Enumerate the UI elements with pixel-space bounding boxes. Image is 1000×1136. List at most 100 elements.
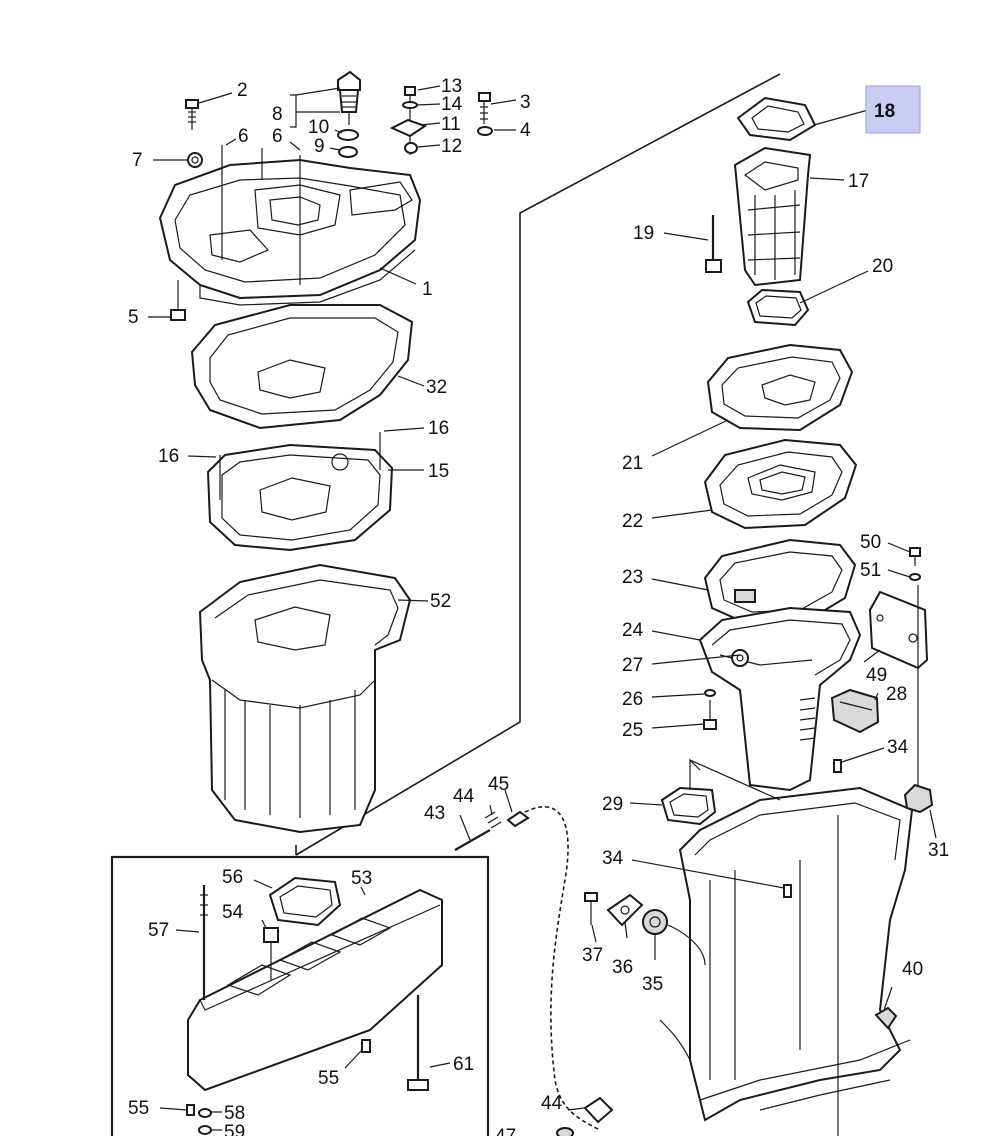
bolt-2 [185, 99, 199, 130]
part-label-19[interactable]: 19 [633, 223, 654, 244]
part-label-34b[interactable]: 34 [602, 848, 624, 869]
plug-8 [337, 70, 361, 158]
part-label-9[interactable]: 9 [314, 136, 325, 157]
pin-34-lower [783, 884, 792, 898]
part-label-51[interactable]: 51 [860, 560, 881, 581]
leader-lines [148, 85, 937, 1131]
seal-56 [268, 876, 342, 927]
part-label-59[interactable]: 59 [224, 1122, 245, 1136]
fastener-stack-11-14 [389, 86, 428, 155]
washer-4 [477, 126, 493, 136]
part-label-43[interactable]: 43 [424, 803, 445, 824]
nut-54 [263, 927, 279, 980]
part-label-4[interactable]: 4 [520, 120, 531, 141]
part-label-40[interactable]: 40 [902, 959, 923, 980]
part-label-44a[interactable]: 44 [453, 786, 475, 807]
part-label-34a[interactable]: 34 [887, 737, 909, 758]
subassembly-frame [295, 73, 781, 856]
connector-44-lower [583, 1096, 614, 1124]
part-label-3[interactable]: 3 [520, 92, 531, 113]
hose-45 [506, 806, 601, 1131]
part-label-29[interactable]: 29 [602, 794, 623, 815]
part-label-32[interactable]: 32 [426, 377, 447, 398]
stud-57 [200, 885, 208, 1000]
part-label-11[interactable]: 11 [441, 114, 461, 135]
plate-49 [868, 590, 929, 670]
part-label-35[interactable]: 35 [642, 974, 663, 995]
part-label-26[interactable]: 26 [622, 689, 643, 710]
part-label-16b[interactable]: 16 [158, 446, 179, 467]
part-label-12[interactable]: 12 [441, 136, 462, 157]
bolt-37 [584, 892, 598, 925]
pin-34-upper [833, 759, 842, 773]
washer-51 [909, 573, 921, 581]
part-label-50[interactable]: 50 [860, 532, 881, 553]
grommet-31 [903, 783, 934, 814]
bolt-61 [407, 995, 429, 1091]
part-label-31[interactable]: 31 [928, 840, 949, 861]
part-label-21[interactable]: 21 [622, 453, 643, 474]
bracket-36 [606, 893, 644, 927]
part-label-13[interactable]: 13 [441, 76, 462, 97]
part-label-7[interactable]: 7 [132, 150, 143, 171]
part-label-56[interactable]: 56 [222, 867, 243, 888]
part-label-14[interactable]: 14 [441, 94, 463, 115]
part-label-45[interactable]: 45 [488, 774, 509, 795]
part-label-25[interactable]: 25 [622, 720, 643, 741]
washer-26 [704, 689, 716, 697]
part-label-36[interactable]: 36 [612, 957, 633, 978]
block-28 [830, 688, 880, 734]
washer-59 [198, 1125, 212, 1135]
cap-40 [874, 1006, 898, 1030]
fitting-47 [556, 1127, 574, 1136]
part-label-44b[interactable]: 44 [541, 1093, 563, 1114]
bolt-19 [705, 215, 722, 273]
grommet-35 [642, 909, 668, 935]
pin-55 [361, 1039, 371, 1053]
bolt-43 [454, 829, 491, 851]
plate-22 [703, 438, 858, 530]
part-label-49[interactable]: 49 [866, 665, 887, 686]
part-label-2[interactable]: 2 [237, 80, 248, 101]
bolt-5 [170, 280, 186, 321]
part-label-57[interactable]: 57 [148, 920, 169, 941]
upper-casing-1 [158, 145, 422, 306]
part-label-15[interactable]: 15 [428, 461, 449, 482]
part-label-6b[interactable]: 6 [272, 126, 283, 147]
part-label-55b[interactable]: 55 [128, 1098, 149, 1119]
part-label-55a[interactable]: 55 [318, 1068, 339, 1089]
part-label-61[interactable]: 61 [453, 1054, 474, 1075]
lower-casing-52 [198, 563, 412, 834]
pin-55-lower [186, 1104, 195, 1116]
part-label-17[interactable]: 17 [848, 171, 869, 192]
extension-housing-53 [187, 888, 443, 1092]
part-label-16a[interactable]: 16 [428, 418, 449, 439]
part-label-6a[interactable]: 6 [238, 126, 249, 147]
part-label-28[interactable]: 28 [886, 684, 907, 705]
part-labels: 2 8 10 9 6 6 7 13 14 11 12 3 4 1 5 32 16… [128, 76, 949, 1136]
part-label-22[interactable]: 22 [622, 511, 643, 532]
part-label-37[interactable]: 37 [582, 945, 603, 966]
part-label-8[interactable]: 8 [272, 104, 283, 125]
gasket-32 [190, 304, 414, 430]
part-label-27[interactable]: 27 [622, 655, 643, 676]
part-label-1[interactable]: 1 [422, 279, 433, 300]
part-label-58[interactable]: 58 [224, 1103, 245, 1124]
spring-44 [484, 811, 502, 829]
seal-20 [746, 288, 810, 327]
part-label-10[interactable]: 10 [308, 117, 329, 138]
seal-29 [660, 786, 717, 826]
bolt-50 [909, 547, 921, 566]
part-label-52[interactable]: 52 [430, 591, 451, 612]
part-label-54[interactable]: 54 [222, 902, 244, 923]
housing-24 [698, 606, 862, 792]
bolt-25 [703, 700, 717, 730]
part-label-47[interactable]: 47 [495, 1126, 516, 1136]
part-label-5[interactable]: 5 [128, 307, 139, 328]
part-label-53[interactable]: 53 [351, 868, 372, 889]
part-label-18[interactable]: 18 [874, 101, 895, 122]
part-label-23[interactable]: 23 [622, 567, 643, 588]
part-label-20[interactable]: 20 [872, 256, 893, 277]
part-label-24[interactable]: 24 [622, 620, 644, 641]
